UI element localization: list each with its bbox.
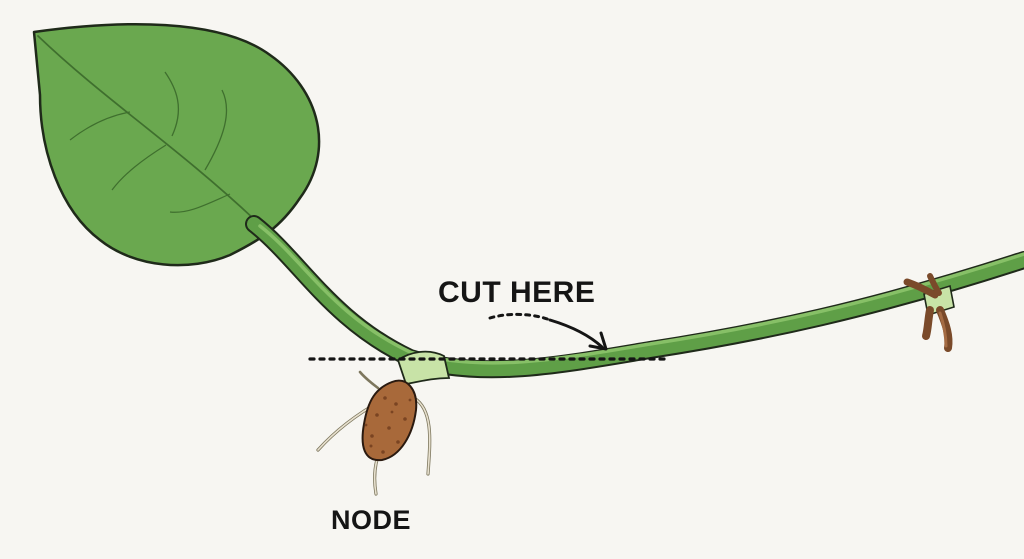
secondary-root-bottom-left bbox=[922, 306, 934, 340]
leaf bbox=[32, 22, 321, 267]
leaf-vein-5 bbox=[169, 193, 231, 213]
secondary-root-top-left bbox=[903, 278, 939, 299]
root-hair-top bbox=[358, 370, 380, 390]
curved-arrow-icon bbox=[548, 318, 604, 349]
primary-node bbox=[316, 350, 451, 496]
leaf-vein-3 bbox=[69, 111, 131, 141]
node-band bbox=[396, 350, 451, 386]
aerial-root bbox=[361, 379, 418, 462]
cut-here-label: CUT HERE bbox=[438, 276, 596, 309]
root-hair-right-inner bbox=[413, 397, 431, 475]
leaf-vein-1 bbox=[164, 71, 180, 137]
leaf-blade bbox=[32, 22, 321, 267]
root-texture bbox=[364, 396, 412, 454]
node-label: NODE bbox=[331, 505, 412, 535]
secondary-root-top-right bbox=[927, 273, 942, 296]
stem-body bbox=[247, 217, 1024, 377]
leaf-midrib bbox=[37, 35, 256, 221]
leaf-vein-2 bbox=[204, 89, 228, 171]
stem bbox=[245, 215, 1024, 379]
cut-guide bbox=[308, 312, 672, 361]
arrowhead bbox=[588, 331, 608, 351]
leaf-vein-4 bbox=[111, 144, 167, 191]
secondary-root-highlight bbox=[938, 311, 948, 348]
dashed-arrow-stem bbox=[488, 312, 552, 322]
stem-highlight bbox=[258, 224, 1024, 365]
secondary-node bbox=[903, 273, 955, 352]
